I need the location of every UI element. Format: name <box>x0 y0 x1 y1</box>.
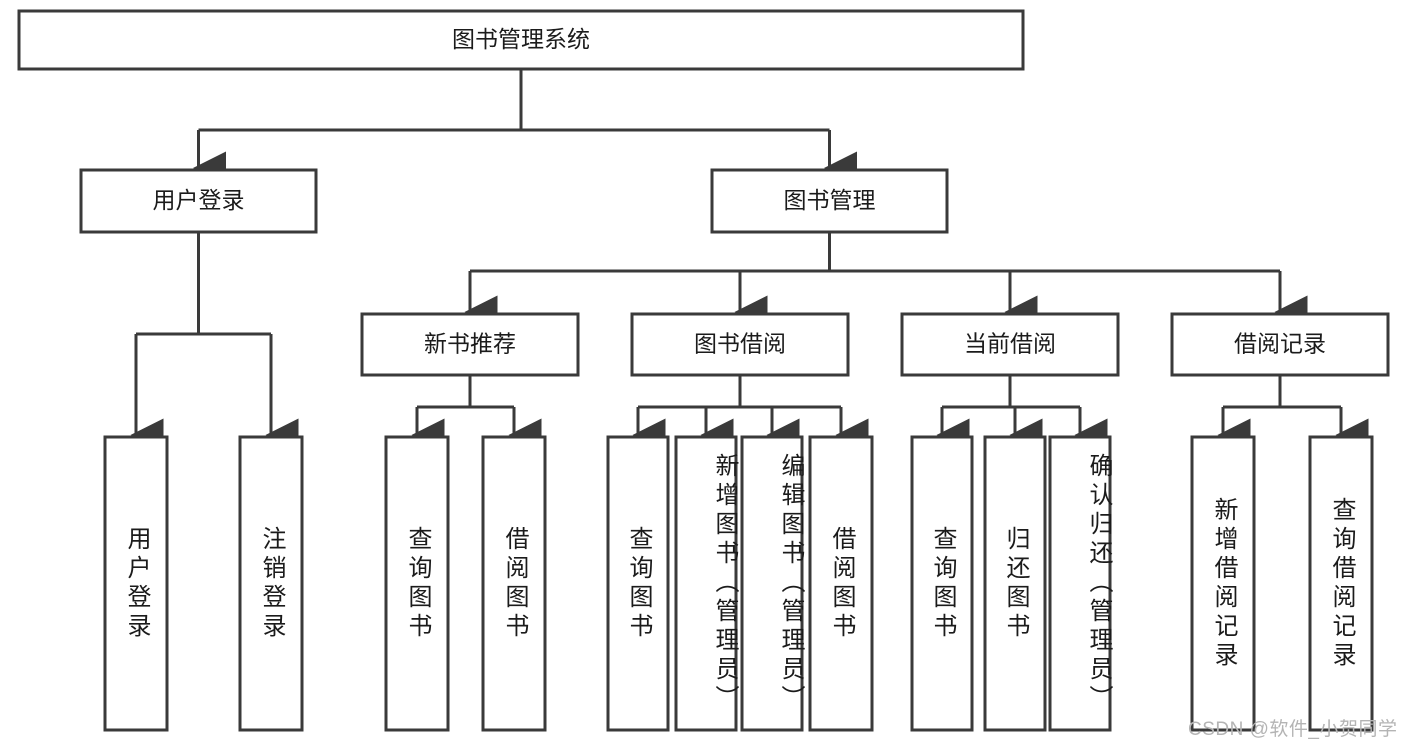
node-leaf-add-record[interactable] <box>1190 435 1256 732</box>
node-book-management-label: 图书管理 <box>784 187 876 213</box>
node-leaf-return-book[interactable] <box>983 435 1047 732</box>
node-user-login[interactable]: 用户登录 <box>79 168 318 234</box>
node-leaf-edit-book[interactable] <box>740 435 804 732</box>
node-new-book-recommend-label: 新书推荐 <box>424 331 516 357</box>
node-book-management[interactable]: 图书管理 <box>710 168 949 234</box>
node-new-book-recommend[interactable]: 新书推荐 <box>360 312 580 377</box>
node-leaf-borrow-book-2[interactable] <box>808 435 874 732</box>
node-leaf-user-login[interactable] <box>103 435 169 732</box>
node-borrow-records[interactable]: 借阅记录 <box>1170 312 1390 377</box>
node-leaf-borrow-book-1[interactable] <box>481 435 547 732</box>
node-leaf-query-book-1[interactable] <box>384 435 450 732</box>
node-user-login-label: 用户登录 <box>153 187 245 213</box>
node-leaf-query-book-2[interactable] <box>606 435 670 732</box>
node-leaf-user-logout[interactable] <box>238 435 304 732</box>
connector-layer <box>130 69 1369 452</box>
node-current-borrow[interactable]: 当前借阅 <box>900 312 1120 377</box>
node-root-label: 图书管理系统 <box>452 26 590 52</box>
node-book-borrow[interactable]: 图书借阅 <box>630 312 850 377</box>
node-leaf-add-book[interactable] <box>674 435 738 732</box>
node-current-borrow-label: 当前借阅 <box>964 331 1056 357</box>
node-borrow-records-label: 借阅记录 <box>1234 331 1326 357</box>
node-leaf-confirm-return[interactable] <box>1048 435 1112 732</box>
node-root[interactable]: 图书管理系统 <box>17 9 1025 71</box>
watermark: CSDN @软件_小贺同学 <box>1188 719 1398 740</box>
node-leaf-query-book-3[interactable] <box>910 435 974 732</box>
node-book-borrow-label: 图书借阅 <box>694 331 786 357</box>
node-leaf-query-record[interactable] <box>1308 435 1374 732</box>
